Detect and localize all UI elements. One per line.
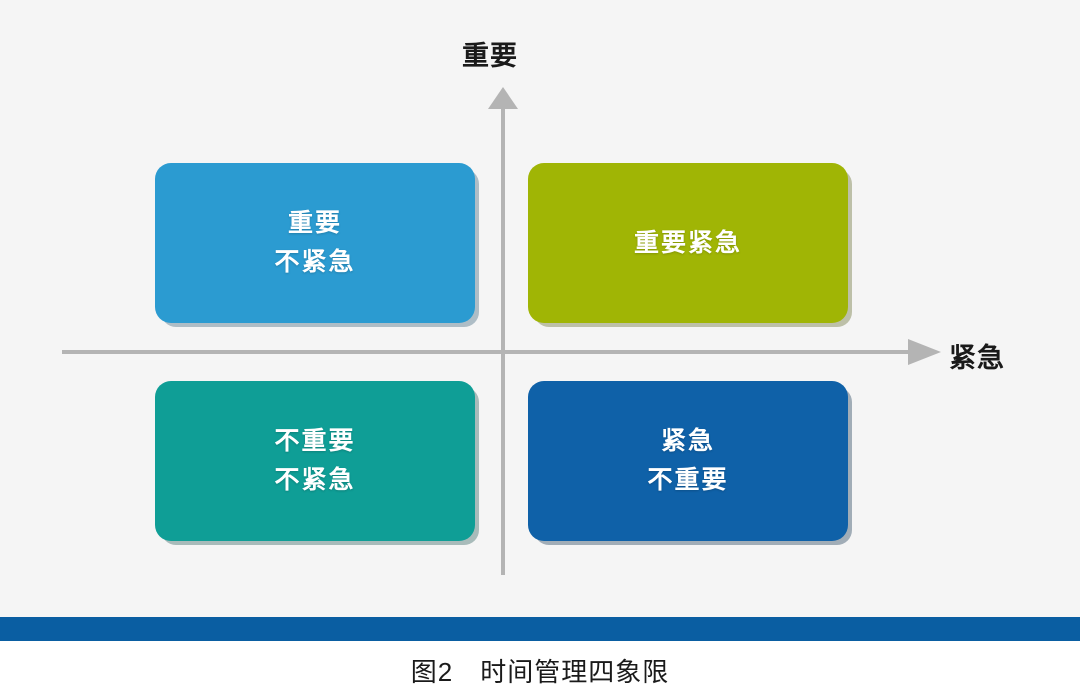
figure-canvas: 重要 紧急 重要 不紧急 重要紧急 不重要 不紧急 紧急 不重要 — [62, 41, 1005, 575]
horizontal-axis-line — [62, 350, 917, 354]
horizontal-axis-arrow-icon — [908, 339, 941, 365]
figure-caption: 图2 时间管理四象限 — [410, 656, 670, 687]
vertical-axis-arrow-icon — [488, 87, 518, 109]
quadrant-not-important-not-urgent[interactable]: 不重要 不紧急 — [155, 381, 475, 541]
vertical-axis-line — [501, 100, 505, 575]
quadrant-label-line: 不紧急 — [274, 248, 356, 276]
quadrant-urgent-not-important[interactable]: 紧急 不重要 — [528, 381, 848, 541]
quadrant-label-line: 不紧急 — [274, 466, 356, 494]
quadrant-label-line: 紧急 — [660, 427, 715, 456]
quadrant-important-not-urgent[interactable]: 重要 不紧急 — [155, 163, 475, 323]
vertical-axis-label: 重要 — [462, 41, 518, 71]
quadrant-label-line: 重要 — [287, 209, 342, 238]
quadrant-label-line: 不重要 — [647, 466, 729, 494]
horizontal-axis-label: 紧急 — [949, 343, 1005, 373]
quadrant-important-urgent[interactable]: 重要紧急 — [528, 163, 848, 323]
blue-divider-bar — [0, 617, 1080, 641]
quadrant-label-line: 重要紧急 — [633, 228, 742, 257]
figure-caption-area: 图2 时间管理四象限 — [0, 641, 1080, 699]
quadrant-label-line: 不重要 — [274, 427, 356, 456]
